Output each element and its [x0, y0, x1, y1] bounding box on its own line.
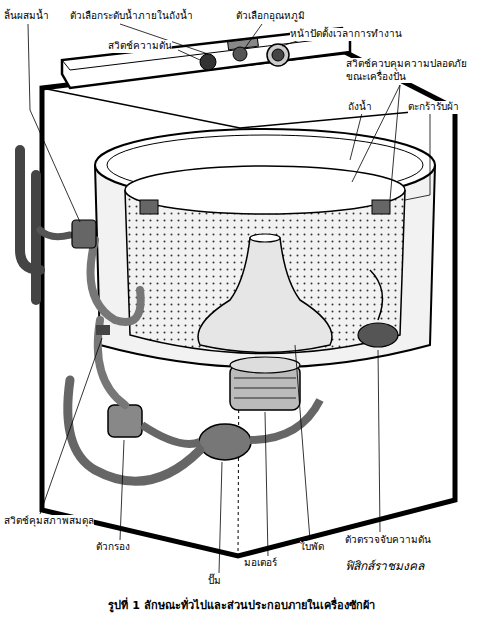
water-tub — [95, 129, 435, 368]
temperature-label: ตัวเลือกอุณหภูมิ — [236, 10, 305, 23]
hoses — [20, 150, 200, 481]
water-level-label: ตัวเลือกระดับน้ำภายในถังน้ำ — [70, 10, 193, 23]
wash-basket — [125, 166, 405, 354]
cabinet — [42, 52, 455, 556]
tub-label: ถังน้ำ — [348, 101, 372, 114]
filter — [108, 405, 200, 444]
figure-caption: รูปที่ 1 ลักษณะทั่วไปและส่วนประกอบภายในเ… — [108, 596, 374, 614]
safety-switch-label: สวิตช์ควบคุมความปลอดภัย ขณะเครื่องปั่น — [346, 58, 476, 83]
agitator-label: ใบพัด — [300, 541, 324, 554]
pressure-sensor — [358, 270, 398, 347]
balance-switch-label: สวิตช์คุมสภาพสมดุล — [4, 515, 94, 528]
agitator — [198, 234, 332, 353]
balance-switch — [96, 325, 110, 335]
pump-label: ปั๊ม — [208, 575, 221, 588]
mixing-valve-label: ลิ้นผสมน้ำ — [4, 10, 49, 23]
motor-label: มอเตอร์ — [244, 557, 277, 570]
pressure-switch-label: สวิตช์ความดัน — [108, 40, 172, 53]
basket-label: ตะกร้ารับผ้า — [408, 101, 459, 114]
motor — [230, 357, 300, 410]
leader-lines — [28, 24, 430, 573]
filter-label: ตัวกรอง — [96, 541, 130, 554]
pressure-sensor-label: ตัวตรวจจับความดัน — [345, 534, 431, 547]
watermark: ฟิสิกส์ราชมงคล — [345, 556, 424, 575]
mixing-valve — [72, 220, 96, 248]
timer-dial-label: หน้าปัดตั้งเวลาการทำงาน — [290, 28, 402, 41]
